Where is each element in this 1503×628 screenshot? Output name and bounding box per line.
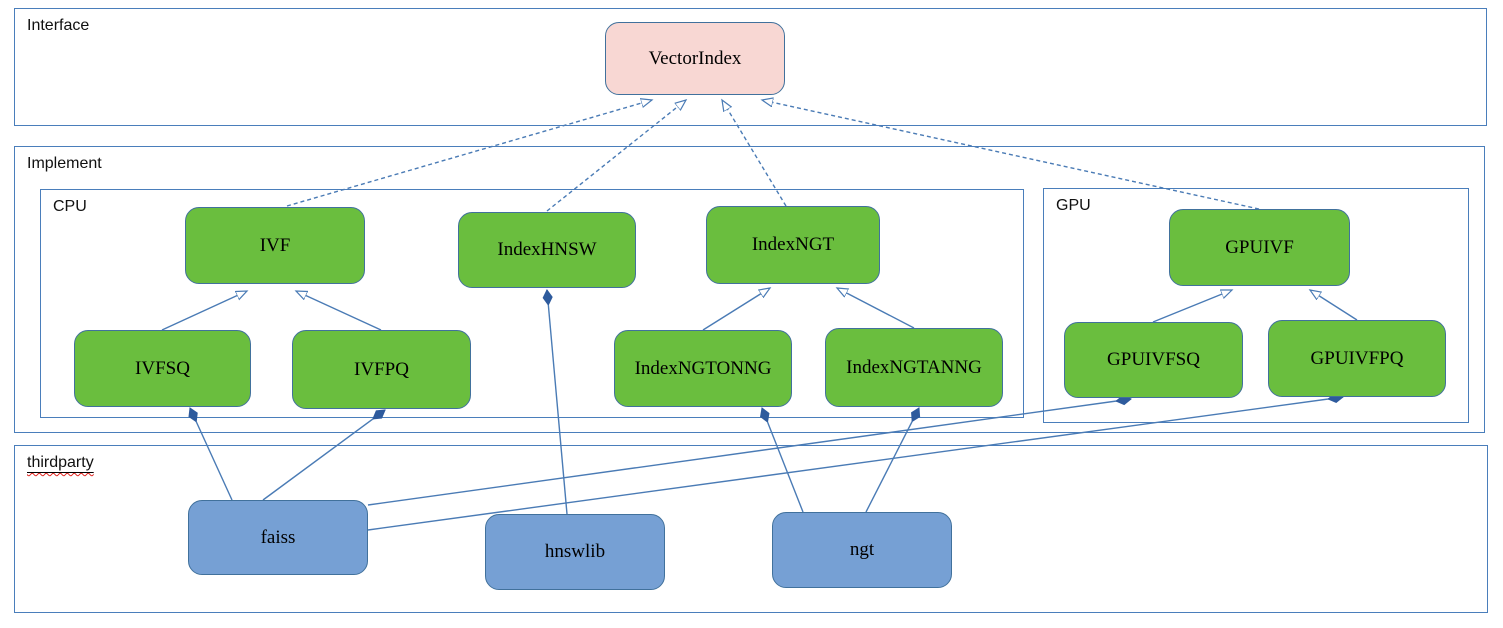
container-implement-label: Implement [27, 155, 102, 172]
node-indexhnsw-label: IndexHNSW [497, 239, 597, 260]
node-gpuivf[interactable]: GPUIVF [1169, 209, 1350, 286]
node-ivfpq[interactable]: IVFPQ [292, 330, 471, 409]
node-ivfsq[interactable]: IVFSQ [74, 330, 251, 407]
node-vectorindex-label: VectorIndex [648, 47, 742, 69]
node-indexngt-label: IndexNGT [751, 234, 835, 255]
node-vectorindex[interactable]: VectorIndex [605, 22, 785, 95]
node-indexhnsw[interactable]: IndexHNSW [458, 212, 636, 288]
node-indexngtanng-label: IndexNGTANNG [846, 356, 982, 378]
node-ivfpq-label: IVFPQ [354, 358, 409, 380]
node-gpuivfpq-label: GPUIVFPQ [1310, 347, 1404, 369]
container-cpu-label: CPU [53, 198, 87, 215]
container-interface-label: Interface [27, 17, 90, 34]
node-indexngtonng-label: IndexNGTONNG [634, 357, 772, 379]
node-gpuivfsq-label: GPUIVFSQ [1107, 349, 1200, 370]
node-gpuivf-label: GPUIVF [1225, 236, 1294, 258]
node-ngt[interactable]: ngt [772, 512, 952, 588]
node-ivfsq-label: IVFSQ [135, 357, 190, 379]
node-indexngtonng[interactable]: IndexNGTONNG [614, 330, 792, 407]
node-hnswlib-label: hnswlib [544, 541, 606, 562]
container-thirdparty-label: thirdparty [27, 454, 94, 472]
node-gpuivfsq[interactable]: GPUIVFSQ [1064, 322, 1243, 398]
node-hnswlib[interactable]: hnswlib [485, 514, 665, 590]
node-ngt-label: ngt [849, 539, 875, 560]
node-faiss[interactable]: faiss [188, 500, 368, 575]
node-indexngt[interactable]: IndexNGT [706, 206, 880, 284]
node-ivf-label: IVF [259, 234, 291, 256]
node-indexngtanng[interactable]: IndexNGTANNG [825, 328, 1003, 407]
node-gpuivfpq[interactable]: GPUIVFPQ [1268, 320, 1446, 397]
node-faiss-label: faiss [260, 526, 296, 548]
container-gpu-label: GPU [1056, 197, 1091, 214]
node-ivf[interactable]: IVF [185, 207, 365, 284]
container-thirdparty-label-text: thirdparty [27, 454, 94, 471]
